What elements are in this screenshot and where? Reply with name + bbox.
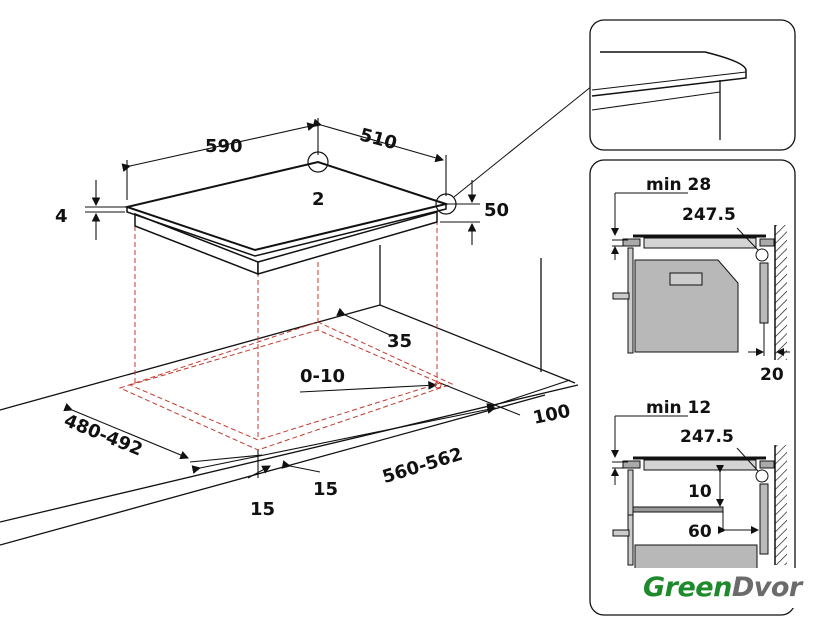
detail-leader — [453, 85, 593, 198]
label-247-5-bottom: 247.5 — [680, 427, 734, 447]
label-width: 590 — [205, 136, 243, 157]
installation-detail-box: min 28 247.5 20 min 12 — [589, 159, 800, 616]
corner-marker-circle — [307, 151, 329, 173]
logo-green: Green — [643, 572, 732, 603]
label-cutout-tolerance: 0-10 — [300, 366, 345, 387]
label-depth: 510 — [357, 124, 399, 154]
label-min-12: min 12 — [646, 398, 711, 418]
dimension-lines — [63, 118, 571, 479]
edge-detail-box — [589, 19, 796, 151]
label-glass-thickness: 4 — [55, 206, 68, 227]
greendvor-logo: GreenDvor — [643, 572, 802, 603]
label-247-5-top: 247.5 — [682, 205, 736, 225]
label-total-height: 50 — [484, 200, 509, 221]
label-min-28: min 28 — [646, 175, 711, 195]
label-cutout-depth: 480-492 — [61, 410, 145, 460]
label-margin-right: 15 — [313, 479, 338, 500]
oven-install-detail — [611, 192, 790, 360]
countertop — [0, 245, 579, 546]
tolerance-circle — [434, 381, 442, 389]
label-corner: 2 — [312, 189, 325, 210]
logo-dvor: Dvor — [731, 572, 802, 603]
label-depth-60: 60 — [688, 522, 712, 542]
edge-detail-circle — [435, 193, 457, 215]
label-cutout-width: 560-562 — [380, 444, 465, 488]
drawer-install-detail — [611, 415, 787, 571]
label-gap-10: 10 — [688, 482, 712, 502]
hob — [123, 160, 450, 276]
label-side-gap: 20 — [760, 365, 784, 385]
label-front-depth: 100 — [531, 401, 572, 429]
label-back-clearance: 35 — [387, 331, 412, 352]
label-margin-left: 15 — [250, 499, 275, 520]
